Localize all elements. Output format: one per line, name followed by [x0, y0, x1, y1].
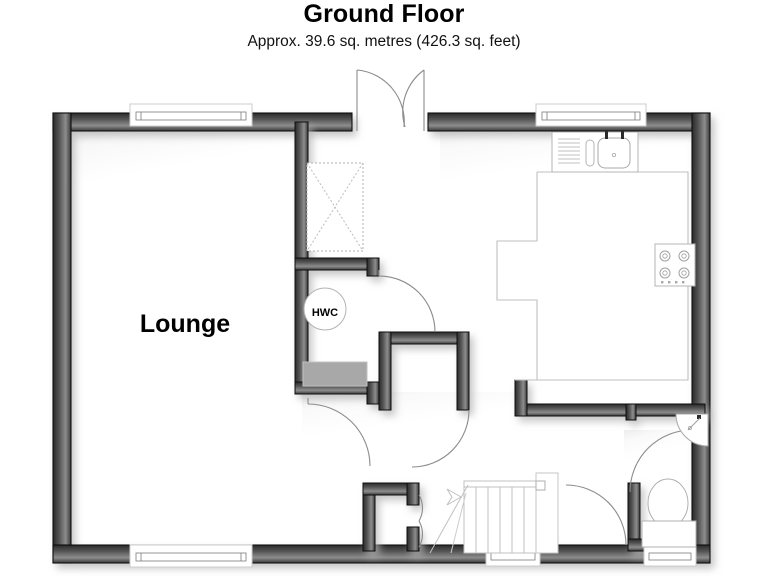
- lounge-top-window: [129, 103, 253, 127]
- lounge-door: [307, 398, 371, 467]
- french-doors: [356, 69, 425, 131]
- doors: [307, 69, 693, 548]
- storage-cupboard-hatched: [306, 162, 364, 252]
- staircase: [429, 472, 559, 554]
- wall-kitchen-bottom-left: [514, 379, 528, 417]
- room-label-lounge: Lounge: [140, 310, 230, 338]
- hot-water-cylinder: HWC: [303, 287, 347, 331]
- hwc-label: HWC: [312, 307, 338, 319]
- wc-toilet: [641, 478, 697, 548]
- wall-understairs-stub-top: [406, 482, 420, 506]
- wall-left: [52, 112, 72, 564]
- hwc-cupboard-door: [378, 270, 436, 333]
- plan-header: Ground Floor Approx. 39.6 sq. metres (42…: [0, 0, 768, 52]
- understairs-cupboard-block: [302, 361, 368, 387]
- wall-hall-left: [378, 331, 392, 411]
- windows: [129, 103, 697, 568]
- wall-kitchen-door-stub: [625, 403, 637, 421]
- wc-corner-basin: [675, 413, 709, 447]
- kitchen-sink: [551, 131, 639, 173]
- wall-hall-right: [456, 331, 470, 411]
- wall-right: [691, 112, 711, 564]
- wall-lounge-divider: [294, 121, 309, 261]
- page-subtitle: Approx. 39.6 sq. metres (426.3 sq. feet): [247, 33, 521, 50]
- wall-hwc-top: [294, 257, 380, 271]
- wall-hwc-bottom-stub: [366, 381, 380, 405]
- small-cupboard-door: [418, 494, 423, 548]
- page-title: Ground Floor: [303, 0, 465, 28]
- lounge-bottom-window: [129, 544, 253, 568]
- wall-hwc-top-stub: [366, 257, 380, 277]
- hall-door: [411, 409, 470, 468]
- understairs-door: [565, 484, 627, 546]
- wc-bottom-window: [643, 545, 697, 567]
- kitchen-hall-door: [629, 429, 693, 493]
- wall-understairs-stub-bottom: [406, 526, 420, 552]
- kitchen-hob: [654, 243, 696, 287]
- kitchen-top-window: [535, 103, 647, 127]
- wall-hall-top: [378, 331, 470, 345]
